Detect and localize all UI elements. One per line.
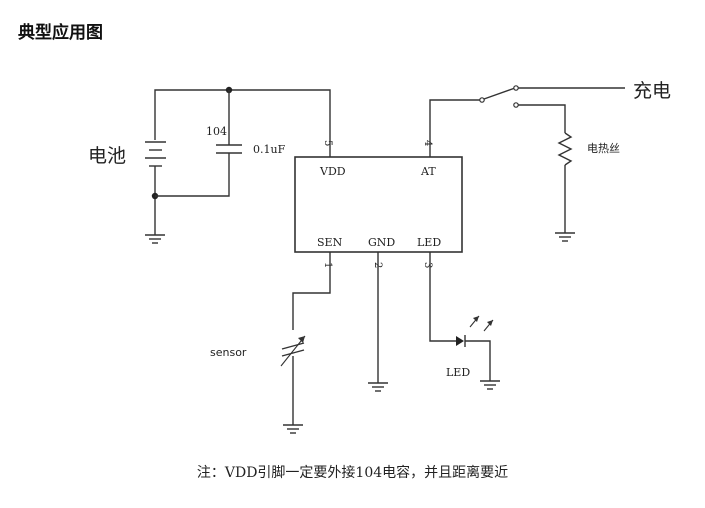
wire-led xyxy=(429,252,456,342)
wire-vdd-rail xyxy=(154,89,331,157)
page-title: 典型应用图 xyxy=(18,23,103,43)
battery-label: 电池 xyxy=(88,145,126,167)
footnote: 注：VDD引脚一定要外接104电容，并且距离要近 xyxy=(196,465,509,481)
capacitor-value: 0.1uF xyxy=(253,143,286,156)
ground-symbol-sensor xyxy=(283,424,303,434)
pin-number-vdd: 5 xyxy=(322,140,333,146)
wire-heater-top xyxy=(518,104,566,133)
charge-label: 充电 xyxy=(633,80,671,102)
pin-label-sen: SEN xyxy=(317,236,343,249)
wire-sen xyxy=(292,252,331,330)
led-diode-symbol xyxy=(456,315,494,347)
pin-label-at: AT xyxy=(420,165,436,178)
ground-symbol-battery xyxy=(145,234,165,244)
switch-contact-bottom xyxy=(513,102,519,108)
wire-led-ground xyxy=(465,340,491,381)
switch-contact-left xyxy=(479,97,485,103)
sensor-label: sensor xyxy=(210,346,247,359)
led-label: LED xyxy=(446,366,470,379)
ic-chip-body xyxy=(294,156,463,253)
pin-number-led: 3 xyxy=(422,262,433,268)
sensor-variable-capacitor xyxy=(280,335,306,367)
pin-label-led: LED xyxy=(417,236,441,249)
pin-label-vdd: VDD xyxy=(319,165,346,178)
ground-symbol-gnd xyxy=(368,382,388,392)
pin-number-sen: 1 xyxy=(322,262,333,268)
heater-resistor-symbol xyxy=(557,132,573,166)
heater-label: 电热丝 xyxy=(587,142,620,155)
pin-number-at: 4 xyxy=(422,140,433,146)
capacitor-symbol xyxy=(216,144,242,154)
ground-symbol-led xyxy=(480,380,500,390)
battery-symbol xyxy=(145,141,166,167)
wire-cap-bottom xyxy=(155,153,230,197)
switch-blade xyxy=(483,87,516,100)
ground-symbol-heater xyxy=(555,232,575,242)
wire-at xyxy=(429,99,480,157)
switch-contact-top xyxy=(513,85,519,91)
pin-label-gnd: GND xyxy=(368,236,395,249)
capacitor-code: 104 xyxy=(206,125,227,138)
